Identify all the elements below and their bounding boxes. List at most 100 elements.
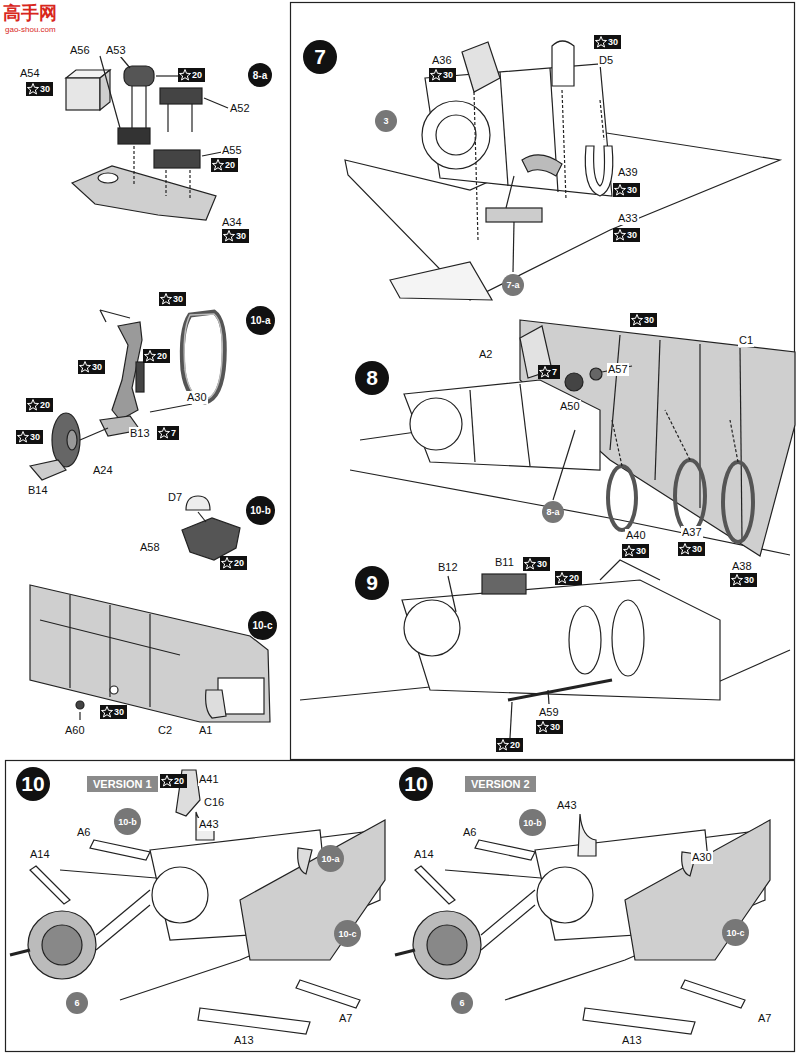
node-text: 30 xyxy=(236,231,246,241)
paint-callout: 30 xyxy=(594,35,621,49)
paint-callout: 30 xyxy=(222,229,249,243)
part-number: A13 xyxy=(233,1034,255,1047)
part-number: D7 xyxy=(167,491,183,504)
node-text: 6 xyxy=(459,998,464,1008)
node-text: VERSION 2 xyxy=(471,778,530,790)
part-number: A54 xyxy=(19,67,41,80)
subassembly-reference: 10-b xyxy=(114,808,141,835)
paint-callout: 20 xyxy=(26,398,53,412)
part-number: A34 xyxy=(221,216,243,229)
paint-callout: 30 xyxy=(678,542,705,556)
node-text: 20 xyxy=(174,776,184,786)
node-text: 30 xyxy=(443,70,453,80)
star-icon xyxy=(595,36,607,48)
subassembly-reference: 6 xyxy=(451,992,473,1014)
node-text: 10-c xyxy=(338,929,356,939)
star-icon xyxy=(623,545,635,557)
part-number: A7 xyxy=(338,1012,353,1025)
part-number: A33 xyxy=(617,212,639,225)
star-icon xyxy=(614,229,626,241)
subassembly-reference: 8-a xyxy=(542,501,564,523)
paint-callout: 30 xyxy=(613,228,640,242)
part-number: A52 xyxy=(229,102,251,115)
star-icon xyxy=(158,427,170,439)
part-number: A14 xyxy=(413,848,435,861)
node-text: 30 xyxy=(627,185,637,195)
subassembly-reference: 3 xyxy=(375,110,397,132)
star-icon xyxy=(27,399,39,411)
node-text: 30 xyxy=(692,544,702,554)
part-number: B13 xyxy=(129,427,151,440)
part-number: A6 xyxy=(462,826,477,839)
star-icon xyxy=(556,572,568,584)
subassembly-step: 10-b xyxy=(246,496,275,525)
node-text: 30 xyxy=(114,707,124,717)
part-number: D5 xyxy=(598,54,614,67)
node-text: 30 xyxy=(636,546,646,556)
node-text: 10 xyxy=(404,772,427,796)
star-icon xyxy=(79,361,91,373)
part-number: B12 xyxy=(437,561,459,574)
part-number: A60 xyxy=(64,724,86,737)
star-icon xyxy=(524,558,536,570)
node-text: 20 xyxy=(192,70,202,80)
part-number: C1 xyxy=(738,334,754,347)
step-number: 7 xyxy=(303,40,337,74)
paint-callout: 30 xyxy=(523,557,550,571)
node-text: 30 xyxy=(627,230,637,240)
node-text: 9 xyxy=(366,571,378,595)
node-text: 7 xyxy=(171,428,176,438)
node-text: 7-a xyxy=(506,280,519,290)
star-icon xyxy=(679,543,691,555)
part-number: A53 xyxy=(105,44,127,57)
subassembly-reference: 10-b xyxy=(519,809,546,836)
part-number: A6 xyxy=(76,826,91,839)
node-text: 10-b xyxy=(250,505,271,516)
part-number: A7 xyxy=(757,1012,772,1025)
node-text: 7 xyxy=(552,367,557,377)
paint-callout: 7 xyxy=(538,365,560,379)
watermark: gao-shou.com xyxy=(5,25,56,34)
node-text: 20 xyxy=(510,740,520,750)
paint-callout: 20 xyxy=(220,556,247,570)
part-number: B11 xyxy=(494,556,515,569)
paint-callout: 20 xyxy=(178,68,205,82)
node-text: 6 xyxy=(74,998,79,1008)
star-icon xyxy=(497,739,509,751)
node-text: 30 xyxy=(537,559,547,569)
star-icon xyxy=(537,721,549,733)
paint-callout: 20 xyxy=(160,774,187,788)
node-text: 10-b xyxy=(118,817,137,827)
part-number: A24 xyxy=(92,464,114,477)
node-text: 7 xyxy=(314,45,326,69)
part-number: A41 xyxy=(198,773,220,786)
version-band: VERSION 1 xyxy=(87,776,158,792)
part-number: A30 xyxy=(186,391,208,404)
node-text: 30 xyxy=(173,294,183,304)
paint-callout: 20 xyxy=(555,571,582,585)
paint-callout: 30 xyxy=(630,313,657,327)
star-icon xyxy=(631,314,643,326)
part-number: A40 xyxy=(625,529,647,542)
part-number: A59 xyxy=(538,706,560,719)
step-number: 9 xyxy=(355,566,389,600)
star-icon xyxy=(430,69,442,81)
node-text: 10-a xyxy=(250,315,270,326)
star-icon xyxy=(17,431,29,443)
subassembly-reference: 10-a xyxy=(317,845,344,872)
star-icon xyxy=(161,775,173,787)
node-text: 10-b xyxy=(523,818,542,828)
star-icon xyxy=(179,69,191,81)
part-number: A56 xyxy=(69,44,91,57)
node-text: 20 xyxy=(40,400,50,410)
star-icon xyxy=(221,557,233,569)
node-text: 10-c xyxy=(726,928,744,938)
star-icon xyxy=(223,230,235,242)
part-number: A2 xyxy=(478,348,493,361)
subassembly-step: 10-c xyxy=(248,611,277,640)
step-number: 8 xyxy=(355,361,389,395)
paint-callout: 20 xyxy=(143,349,170,363)
subassembly-reference: 7-a xyxy=(502,274,524,296)
